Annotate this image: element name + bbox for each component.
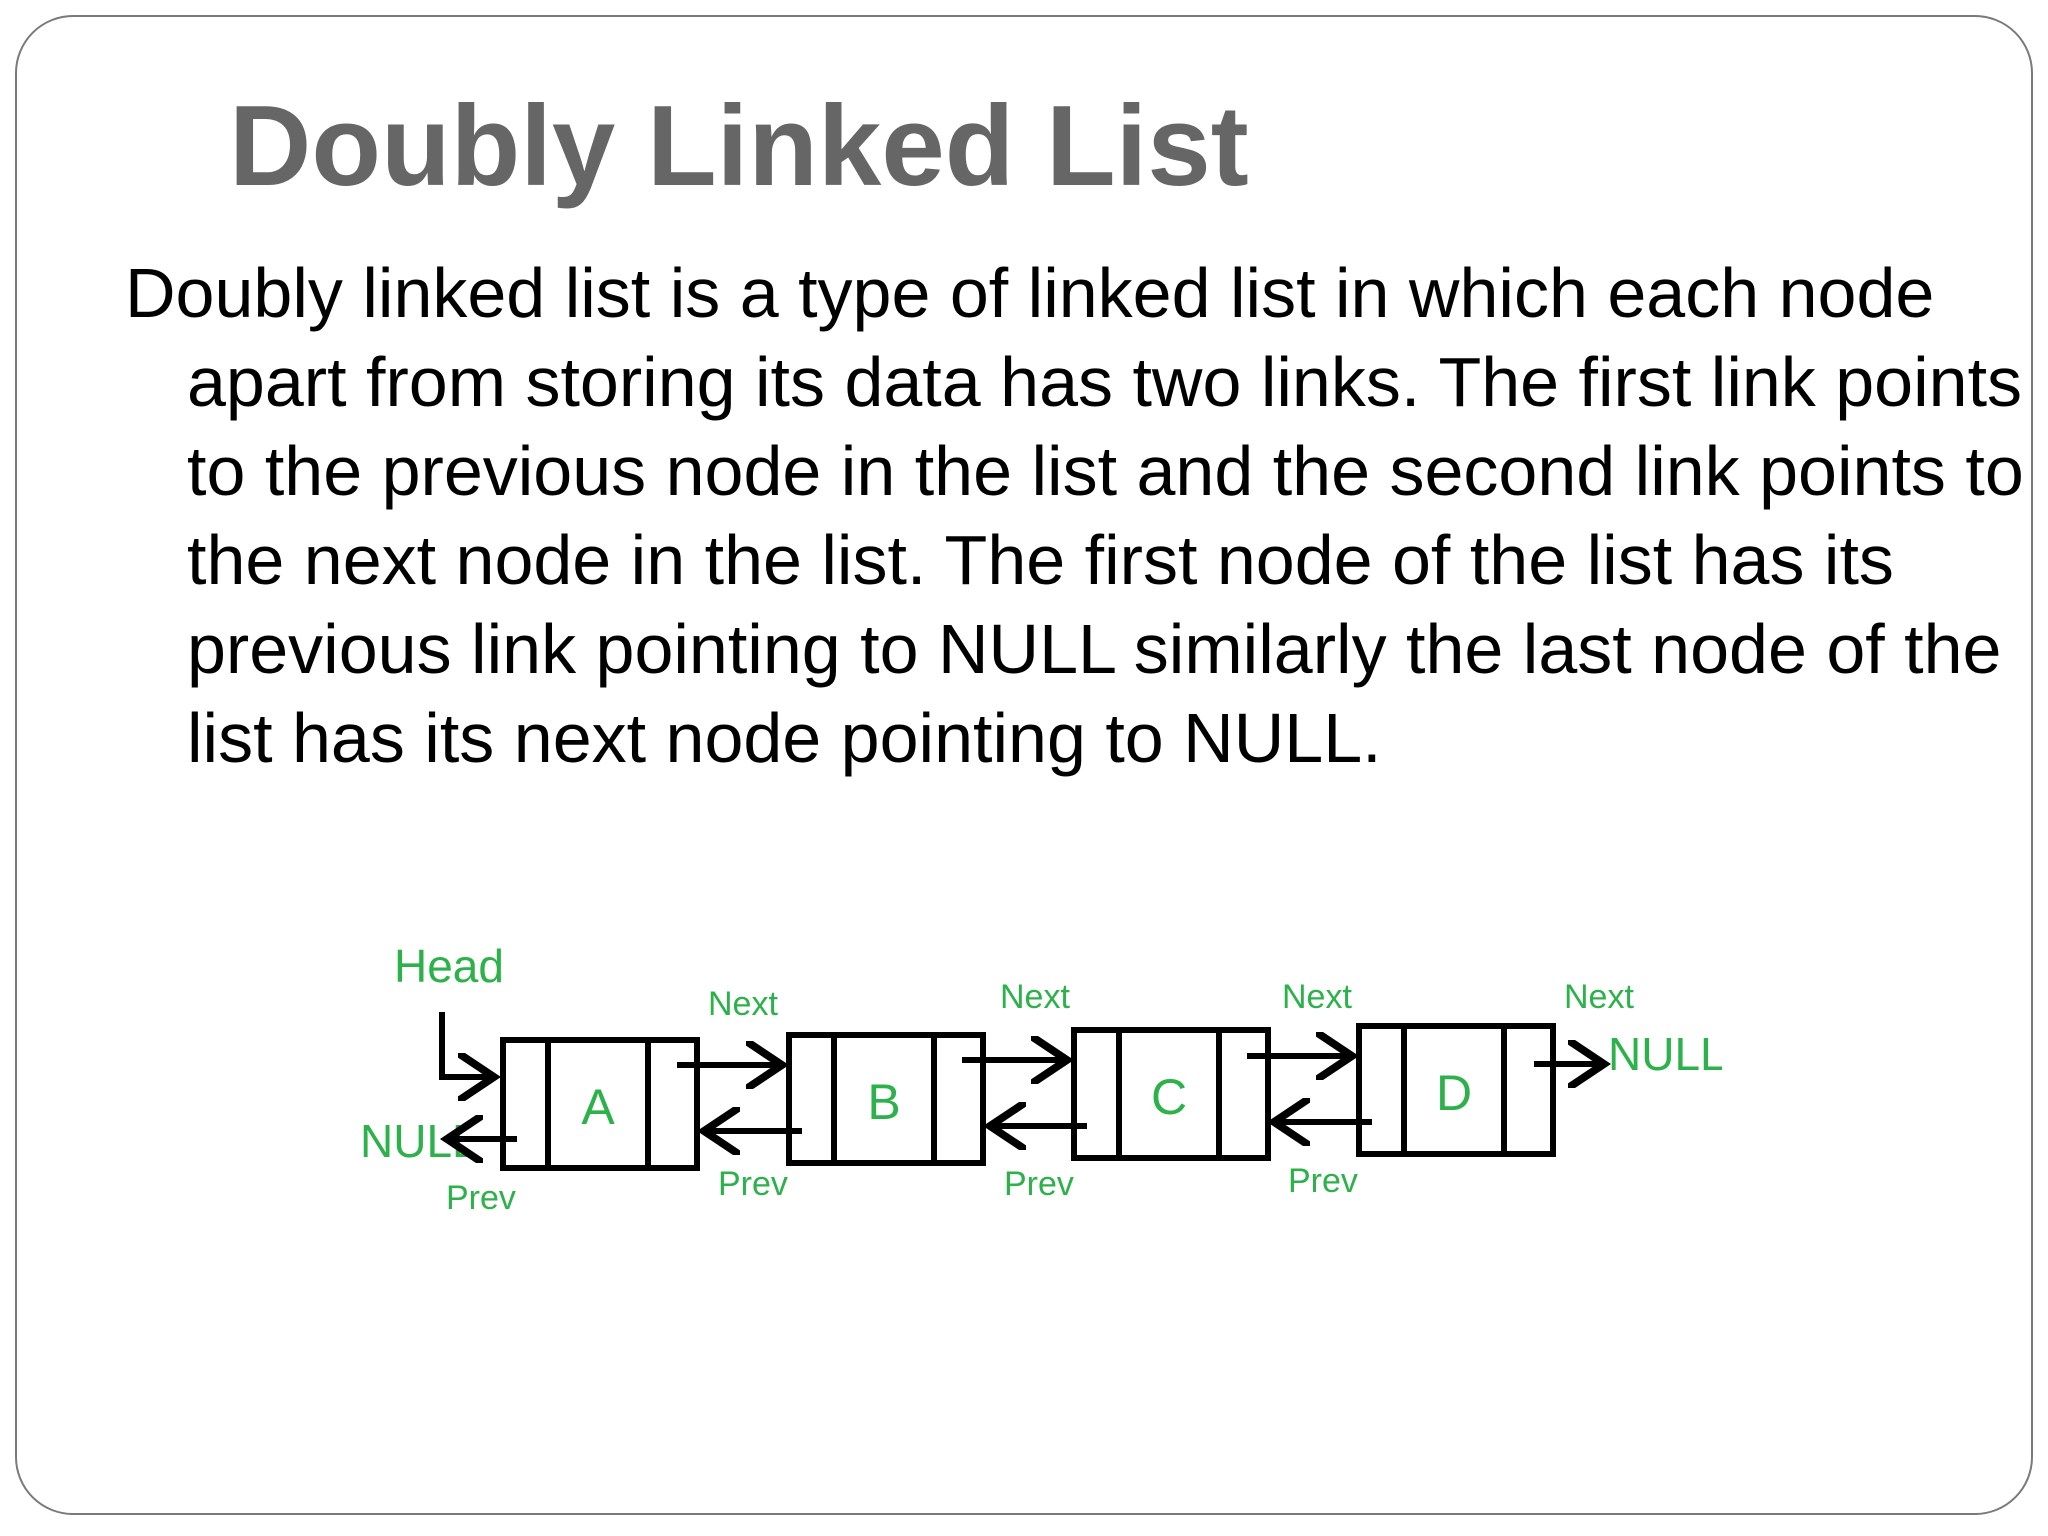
node-d: D [1356,1023,1556,1157]
prev-label-d: Prev [1288,1162,1358,1200]
slide-title: Doubly Linked List [229,83,1249,210]
node-a: A [500,1037,700,1171]
null-right-label: NULL [1608,1028,1722,1080]
node-d-data: D [1436,1065,1472,1121]
next-label-b: Next [1000,978,1070,1016]
next-label-a: Next [708,985,778,1023]
next-label-c: Next [1282,978,1352,1016]
head-pointer-arrow [439,1012,494,1077]
node-b: B [786,1032,986,1166]
diagram-svg: Head NULL Prev A Next Prev [360,940,1722,1217]
node-a-data: A [581,1079,615,1135]
node-c: C [1071,1027,1271,1161]
next-label-d: Next [1564,978,1634,1016]
doubly-linked-list-diagram: Head NULL Prev A Next Prev [342,912,1722,1252]
prev-label-c: Prev [1004,1165,1074,1203]
prev-label-a: Prev [446,1179,516,1217]
node-c-data: C [1151,1069,1187,1125]
head-label: Head [394,940,504,992]
node-b-data: B [867,1074,900,1130]
slide-body-text: Doubly linked list is a type of linked l… [125,254,2024,777]
slide: Doubly Linked List Doubly linked list is… [15,15,2033,1515]
prev-label-b: Prev [718,1165,788,1203]
